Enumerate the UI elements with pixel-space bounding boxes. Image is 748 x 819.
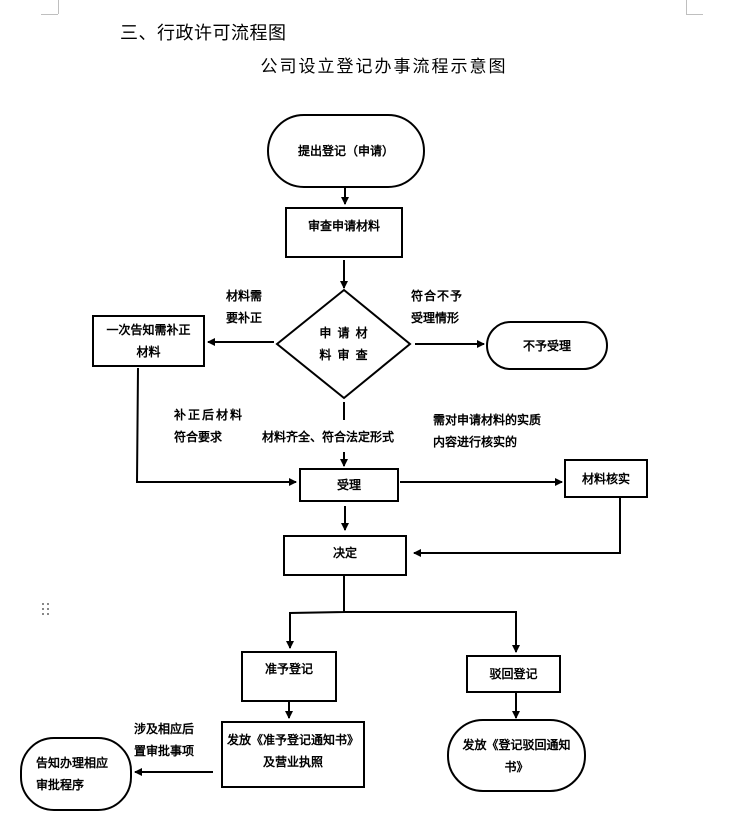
node-decision[interactable]: 申 请 材 料 审 查 <box>300 318 388 370</box>
node-decision-label-2: 料 审 查 <box>319 348 369 362</box>
edge-decide-deny <box>344 611 520 653</box>
margin-marker-top-left-v <box>58 0 59 14</box>
label-complete-text: 材料齐全、符合法定形式 <box>262 430 395 444</box>
node-approve[interactable]: 准予登记 <box>241 651 337 702</box>
node-verify[interactable]: 材料核实 <box>564 459 648 498</box>
node-review[interactable]: 审查申请材料 <box>285 207 403 258</box>
label-not-accept: 符合不予 受理情形 <box>411 285 463 329</box>
node-decide[interactable]: 决定 <box>283 535 407 576</box>
node-issue-approval-label-2: 及营业执照 <box>262 755 323 769</box>
label-need-verify: 需对申请材料的实质 内容进行核实的 <box>433 409 541 453</box>
label-need-supplement-1: 材料需 <box>226 289 263 303</box>
node-accept-label: 受理 <box>336 478 361 492</box>
node-issue-denial[interactable]: 发放《登记驳回通知 书》 <box>447 719 586 792</box>
edge-supplement-accept <box>135 367 297 486</box>
label-supplement-ok: 补正后材料 符合要求 <box>174 404 244 448</box>
label-need-supplement: 材料需 要补正 <box>226 285 262 329</box>
node-reject-accept[interactable]: 不予受理 <box>486 321 608 370</box>
edge-decide-split <box>286 576 345 649</box>
margin-marker-top-right-h <box>686 14 703 15</box>
node-verify-label: 材料核实 <box>581 471 630 486</box>
node-inform-procedure-label-1: 告知办理相应 <box>36 756 109 770</box>
label-complete: 材料齐全、符合法定形式 <box>262 426 394 448</box>
node-notify-supplement-label-1: 一次告知需补正 <box>106 323 191 337</box>
node-review-label: 审查申请材料 <box>307 219 380 233</box>
node-issue-approval-label-1: 发放《准予登记通知书》 <box>226 733 359 747</box>
label-post-approval-2: 置审批事项 <box>134 744 195 758</box>
node-reject-accept-label: 不予受理 <box>522 338 571 353</box>
label-not-accept-1: 符合不予 <box>411 289 464 303</box>
label-post-approval-1: 涉及相应后 <box>134 722 195 736</box>
label-supplement-ok-2: 符合要求 <box>174 430 223 444</box>
node-decide-label: 决定 <box>332 546 357 560</box>
label-need-verify-1: 需对申请材料的实质 <box>433 413 542 427</box>
node-accept[interactable]: 受理 <box>299 468 399 502</box>
margin-marker-top-right-v <box>686 0 687 14</box>
node-inform-procedure-label-2: 审批程序 <box>36 778 85 792</box>
node-notify-supplement-label-2: 材料 <box>136 345 161 359</box>
drag-handle-icon[interactable] <box>42 603 50 617</box>
node-deny-label: 驳回登记 <box>489 667 538 681</box>
label-need-verify-2: 内容进行核实的 <box>433 435 518 449</box>
label-post-approval: 涉及相应后 置审批事项 <box>134 718 194 762</box>
edge-verify-decide <box>413 498 621 557</box>
label-supplement-ok-1: 补正后材料 <box>174 408 245 422</box>
node-issue-denial-label-2: 书》 <box>504 759 529 774</box>
label-not-accept-2: 受理情形 <box>411 311 460 325</box>
label-need-supplement-2: 要补正 <box>226 311 263 325</box>
chart-title: 公司设立登记办事流程示意图 <box>260 57 508 77</box>
section-heading: 三、行政许可流程图 <box>120 23 287 44</box>
node-issue-denial-label-1: 发放《登记驳回通知 <box>462 737 571 752</box>
node-approve-label: 准予登记 <box>264 662 313 676</box>
node-deny[interactable]: 驳回登记 <box>466 655 561 693</box>
node-notify-supplement[interactable]: 一次告知需补正 材料 <box>92 315 205 367</box>
node-start-label: 提出登记（申请） <box>297 144 394 158</box>
decision-diamond <box>275 288 412 400</box>
node-inform-procedure[interactable]: 告知办理相应 审批程序 <box>20 737 132 811</box>
node-decision-label-1: 申 请 材 <box>319 326 369 340</box>
node-start[interactable]: 提出登记（申请） <box>267 114 425 188</box>
node-issue-approval[interactable]: 发放《准予登记通知书》 及营业执照 <box>221 721 365 788</box>
margin-marker-top-left-h <box>41 14 58 15</box>
